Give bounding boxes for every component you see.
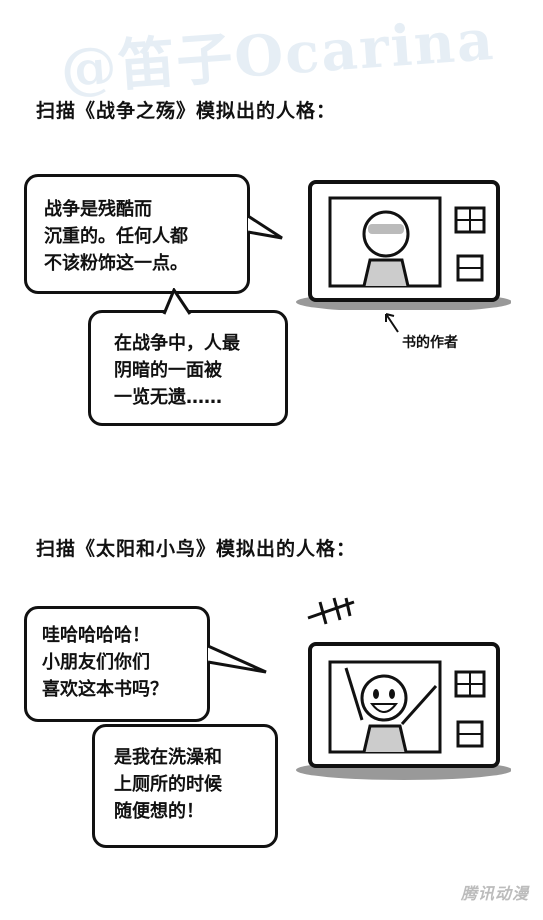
panel-1-heading: 扫描《战争之殇》模拟出的人格：: [36, 100, 337, 122]
panel-2-bubble-1-tail: [207, 644, 267, 674]
panel-2-bubble-2-text: 是我在洗澡和 上厕所的时候 随便想的！: [114, 747, 222, 822]
watermark-text: @笛子Ocarina: [58, 6, 498, 104]
panel-1-bubble-1-tail: [247, 214, 283, 240]
panel-1-caption-arrow: [385, 313, 399, 333]
panel-1-bubble-1-text: 战争是残酷而 沉重的。任何人都 不该粉饰这一点。: [44, 199, 188, 274]
platform-logo: 腾讯动漫: [460, 884, 529, 903]
panel-2-excitement-marks: [307, 597, 355, 625]
panel-1-bubble-2-text: 在战争中，人最 阴暗的一面被 一览无遗……: [114, 333, 240, 408]
panel-2-speech-bubble-1: [24, 606, 210, 722]
panel-2-speech-bubble-2: [92, 724, 278, 848]
panel-2-tv-character: [296, 642, 511, 780]
panel-2-heading: 扫描《太阳和小鸟》模拟出的人格：: [36, 538, 357, 560]
panel-2-bubble-1-text: 哇哈哈哈哈！ 小朋友们你们 喜欢这本书吗？: [42, 625, 168, 700]
panel-1-tv-author: [296, 180, 511, 310]
panel-1-bubble-2-tail: [162, 288, 192, 315]
panel-1-speech-bubble-1: [24, 174, 250, 294]
panel-1-speech-bubble-2: [88, 310, 288, 426]
panel-1-caption: 书的作者: [402, 335, 458, 351]
